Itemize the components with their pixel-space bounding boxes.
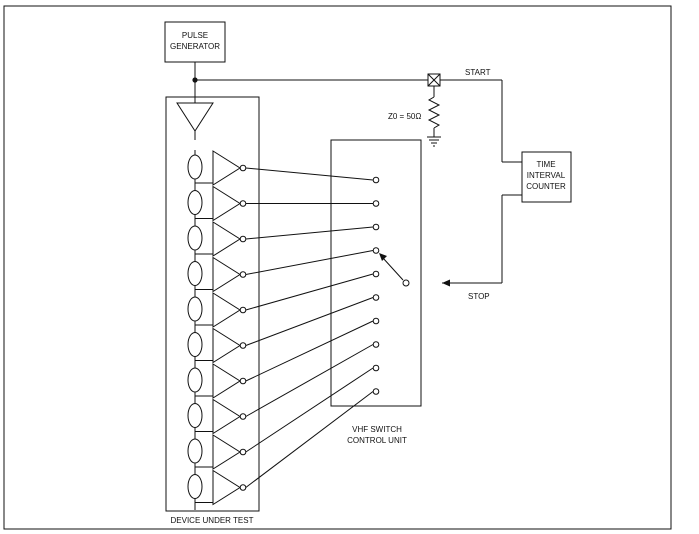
stage-to-switch-wire bbox=[245, 344, 374, 417]
stage-to-switch-wire bbox=[245, 250, 374, 275]
switch-arm bbox=[382, 257, 404, 281]
switch-input-terminal bbox=[372, 341, 380, 348]
output-bubble bbox=[239, 448, 247, 456]
output-bubble bbox=[239, 306, 247, 314]
pulse-generator-label-2: GENERATOR bbox=[170, 42, 220, 51]
output-buffer bbox=[212, 469, 241, 506]
switch-input-terminal bbox=[372, 270, 380, 278]
stage-to-switch-wire bbox=[245, 273, 374, 311]
switch-arm-arrowhead bbox=[379, 253, 387, 261]
output-bubble bbox=[239, 377, 247, 385]
switch-input-terminal bbox=[372, 176, 380, 184]
output-buffer bbox=[212, 150, 241, 186]
figure-frame bbox=[3, 5, 672, 530]
output-bubble bbox=[239, 164, 247, 172]
stage-to-switch-wire bbox=[245, 297, 374, 346]
counter-label-2: INTERVAL bbox=[527, 171, 566, 180]
device-under-test-label: DEVICE UNDER TEST bbox=[171, 516, 254, 525]
counter-label-3: COUNTER bbox=[526, 182, 566, 191]
switch-input-terminal bbox=[372, 294, 380, 301]
switch-input-terminal bbox=[372, 388, 380, 395]
delay-element bbox=[187, 474, 203, 499]
output-buffer bbox=[212, 185, 241, 222]
vhf-switch-label-1: VHF SWITCH bbox=[352, 425, 402, 434]
delay-element bbox=[187, 332, 203, 357]
time-interval-counter: TIME INTERVAL COUNTER bbox=[521, 151, 572, 203]
output-buffer bbox=[212, 221, 241, 257]
pulse-generator-label-1: PULSE bbox=[182, 31, 208, 40]
output-bubble bbox=[239, 484, 247, 491]
vhf-switch-label-2: CONTROL UNIT bbox=[347, 436, 407, 445]
switch-input-terminal bbox=[372, 247, 380, 254]
start-label: START bbox=[465, 68, 491, 77]
output-buffer bbox=[212, 256, 241, 293]
output-buffer bbox=[212, 434, 241, 470]
vhf-switch-box bbox=[330, 139, 422, 407]
buffer-chain bbox=[187, 150, 247, 510]
delay-element bbox=[187, 225, 203, 251]
delay-element bbox=[187, 261, 203, 286]
output-bubble bbox=[239, 271, 247, 278]
pulse-generator: PULSE GENERATOR bbox=[164, 21, 226, 63]
output-bubble bbox=[239, 235, 247, 243]
termination-resistor bbox=[427, 86, 441, 147]
impedance-label: Z0 = 50Ω bbox=[388, 112, 421, 121]
output-buffer bbox=[212, 292, 241, 328]
switch-input-terminal bbox=[372, 200, 380, 207]
switch-input-terminal bbox=[372, 364, 380, 372]
stage-to-switch-wire bbox=[245, 226, 374, 240]
device-under-test-box bbox=[165, 96, 260, 512]
output-buffer bbox=[212, 363, 241, 399]
output-buffer bbox=[212, 327, 241, 364]
stage-to-switch-wire bbox=[245, 367, 374, 453]
stage-to-switch-wire bbox=[245, 167, 374, 181]
switch-wires bbox=[245, 167, 380, 488]
switch-input-terminal bbox=[372, 223, 380, 231]
counter-label-1: TIME bbox=[536, 160, 555, 169]
start-tap bbox=[427, 73, 441, 87]
counter-box bbox=[521, 151, 572, 203]
delay-element bbox=[187, 296, 203, 322]
stage-to-switch-wire bbox=[245, 391, 374, 488]
delay-element bbox=[187, 403, 203, 428]
delay-element bbox=[187, 438, 203, 464]
stage-to-switch-wire bbox=[245, 320, 374, 382]
stop-arrow bbox=[442, 279, 450, 287]
delay-element bbox=[187, 367, 203, 393]
switch-common-terminal bbox=[402, 279, 410, 287]
output-bubble bbox=[239, 342, 247, 349]
switch-input-terminal bbox=[372, 317, 380, 325]
output-buffer bbox=[212, 398, 241, 435]
delay-element bbox=[187, 190, 203, 215]
stop-label: STOP bbox=[468, 292, 490, 301]
output-bubble bbox=[239, 200, 247, 207]
delay-element bbox=[187, 154, 203, 180]
output-bubble bbox=[239, 413, 247, 420]
input-buffer bbox=[176, 102, 214, 132]
